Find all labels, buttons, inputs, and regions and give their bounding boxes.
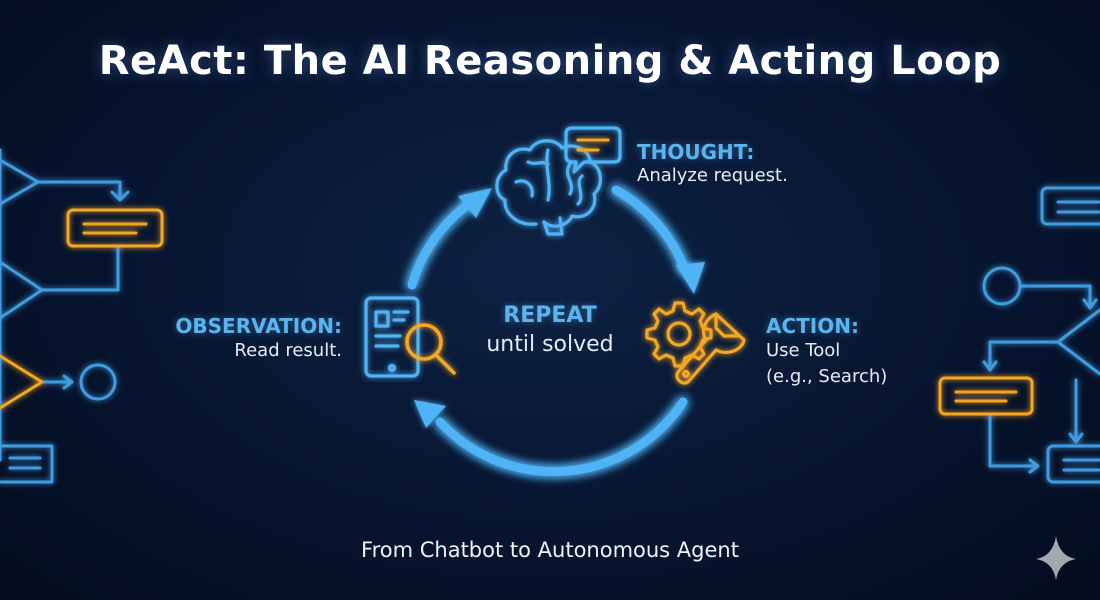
brain-icon (495, 139, 602, 236)
document-icon (364, 296, 420, 378)
footer-caption: From Chatbot to Autonomous Agent (361, 538, 739, 562)
thought-description: Analyze request. (637, 165, 788, 186)
gear-icon (645, 301, 713, 368)
observation-title: OBSERVATION: (175, 314, 342, 338)
repeat-sublabel: until solved (486, 332, 614, 357)
wrench-icon (675, 312, 746, 385)
arrowhead-down (676, 262, 705, 294)
arrowhead-left-up (414, 400, 446, 428)
page-title: ReAct: The AI Reasoning & Acting Loop (98, 38, 1002, 84)
left-flowchart-decoration (0, 148, 164, 484)
magnifier-icon (405, 323, 456, 375)
action-description-line1: Use Tool (766, 340, 841, 361)
cycle-arrows (407, 185, 690, 477)
observation-description: Read result. (234, 340, 342, 361)
arrow-observation-to-thought (407, 198, 475, 290)
sparkle-icon (1036, 536, 1076, 580)
repeat-label: REPEAT (503, 303, 597, 328)
action-description-line2: (e.g., Search) (766, 366, 888, 387)
arrowheads (414, 188, 705, 428)
thought-title: THOUGHT: (637, 140, 755, 164)
arrow-action-to-observation (435, 397, 688, 477)
speech-bubble-lines (576, 138, 610, 152)
arrow-thought-to-action (611, 185, 690, 275)
speech-bubble-icon (564, 126, 622, 174)
right-flowchart-decoration (938, 186, 1100, 484)
arrowhead-up-right (458, 188, 492, 218)
action-title: ACTION: (766, 314, 859, 338)
